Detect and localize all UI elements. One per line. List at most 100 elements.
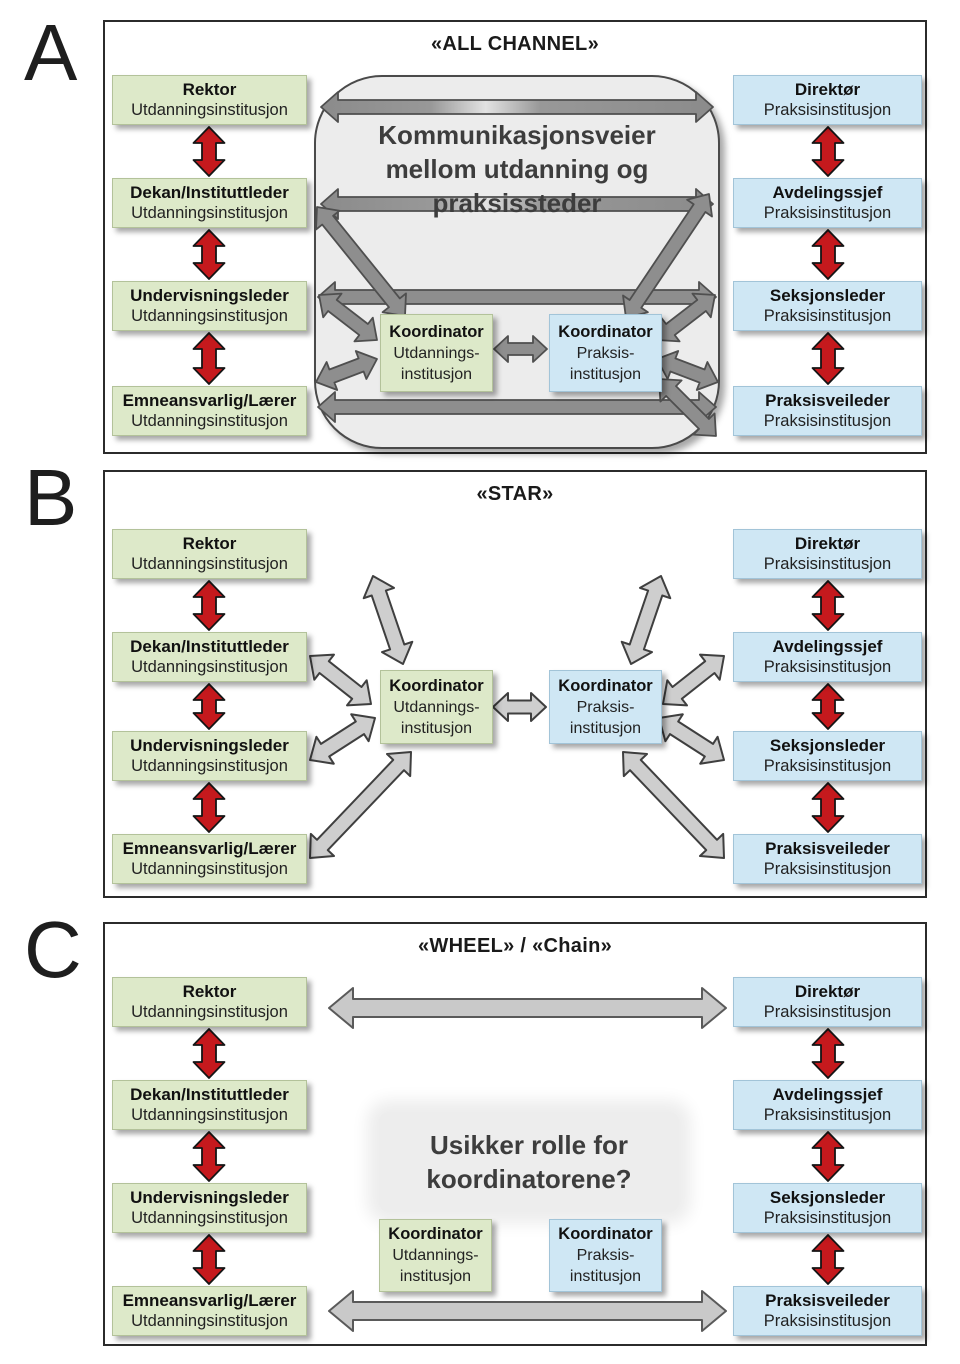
red-link-arrow <box>192 1028 226 1079</box>
panel-b-title: «STAR» <box>476 483 554 505</box>
box-title: Praksisveileder <box>765 839 890 858</box>
box-subtitle: Utdanningsinstitusjon <box>131 412 288 430</box>
box-rektor: Rektor Utdanningsinstitusjon <box>112 529 307 579</box>
gray-link-arrow <box>328 987 727 1029</box>
box-seksjonsleder: Seksjonsleder Praksisinstitusjon <box>733 1183 922 1233</box>
box-avdelingssjef: Avdelingssjef Praksisinstitusjon <box>733 1080 922 1130</box>
box-subtitle: Praksisinstitusjon <box>763 412 892 430</box>
box-title: Emneansvarlig/Lærer <box>122 391 297 410</box>
box-subtitle: Praksisinstitusjon <box>763 555 892 573</box>
box-subtitle: Utdanningsinstitusjon <box>131 307 288 325</box>
box-subtitle: Praksis- <box>576 344 635 362</box>
red-link-arrow <box>811 229 845 280</box>
box-seksjonsleder: Seksjonsleder Praksisinstitusjon <box>733 731 922 781</box>
box-avdelingssjef: Avdelingssjef Praksisinstitusjon <box>733 632 922 682</box>
box-dekan-instituttleder: Dekan/Instituttleder Utdanningsinstitusj… <box>112 1080 307 1130</box>
gray-link-arrow <box>309 751 412 859</box>
red-link-arrow <box>192 782 226 833</box>
box-subtitle: Praksisinstitusjon <box>763 1003 892 1021</box>
box-dekan-instituttleder: Dekan/Instituttleder Utdanningsinstitusj… <box>112 632 307 682</box>
red-link-arrow <box>811 126 845 177</box>
box-title: Undervisningsleder <box>130 736 289 755</box>
gray-link-arrow <box>328 1290 727 1332</box>
box-title: Koordinator <box>558 1225 653 1243</box>
uncertain-role-line: koordinatorene? <box>426 1164 632 1194</box>
box-title: Seksjonsleder <box>769 286 886 305</box>
box-subtitle: Praksisinstitusjon <box>763 204 892 222</box>
box-title: Koordinator <box>389 322 484 341</box>
box-direktor: Direktør Praksisinstitusjon <box>733 75 922 125</box>
box-title: Seksjonsleder <box>769 1188 886 1207</box>
box-dekan-instituttleder: Dekan/Instituttleder Utdanningsinstitusj… <box>112 178 307 228</box>
gray-link-arrow <box>309 653 372 707</box>
panel-label-b: B <box>24 453 78 542</box>
red-link-arrow <box>811 1131 845 1182</box>
box-title: Praksisveileder <box>765 391 890 410</box>
box-title: Koordinator <box>558 676 653 695</box>
box-subtitle: institusjon <box>400 365 473 383</box>
box-title: Avdelingssjef <box>772 183 883 202</box>
box-title: Direktør <box>794 982 861 1001</box>
box-subtitle: Utdanningsinstitusjon <box>131 757 288 775</box>
panel-c-title: «WHEEL» / «Chain» <box>417 935 613 957</box>
hub-caption: Kommunikasjonsveier mellom utdanning og … <box>314 118 720 220</box>
box-subtitle: Utdanningsinstitusjon <box>131 658 288 676</box>
box-title: Avdelingssjef <box>772 1085 883 1104</box>
gray-link-arrow <box>362 575 414 665</box>
box-title: Dekan/Instituttleder <box>130 637 289 656</box>
box-subtitle: institusjon <box>399 1268 472 1285</box>
box-subtitle: Utdanningsinstitusjon <box>131 555 288 573</box>
red-link-arrow <box>192 1131 226 1182</box>
box-seksjonsleder: Seksjonsleder Praksisinstitusjon <box>733 281 922 331</box>
panel-a: «ALL CHANNEL» Kommunikasjonsveier mellom… <box>103 20 927 454</box>
red-link-arrow <box>192 332 226 385</box>
koordinator-link-arrow <box>492 692 547 722</box>
red-link-arrow <box>192 1234 226 1285</box>
box-praksisveileder: Praksisveileder Praksisinstitusjon <box>733 834 922 884</box>
box-title: Undervisningsleder <box>130 1188 289 1207</box>
uncertain-role-line: Usikker rolle for <box>430 1130 628 1160</box>
box-koordinator-praksis: Koordinator Praksis- institusjon <box>549 314 662 392</box>
panel-b: «STAR» Rektor Utdanningsinstitusjon Deka… <box>103 470 927 898</box>
box-subtitle: Praksisinstitusjon <box>763 1312 892 1330</box>
box-subtitle: Praksisinstitusjon <box>763 1209 892 1227</box>
box-praksisveileder: Praksisveileder Praksisinstitusjon <box>733 386 922 436</box>
box-koordinator-utdanning: Koordinator Utdannings- institusjon <box>380 670 493 744</box>
box-subtitle: Praksisinstitusjon <box>763 307 892 325</box>
box-emneansvarlig-laerer: Emneansvarlig/Lærer Utdanningsinstitusjo… <box>112 386 307 436</box>
box-rektor: Rektor Utdanningsinstitusjon <box>112 977 307 1027</box>
box-undervisningsleder: Undervisningsleder Utdanningsinstitusjon <box>112 1183 307 1233</box>
red-link-arrow <box>192 229 226 280</box>
hub-caption-line: praksissteder <box>432 188 602 218</box>
box-subtitle: Utdanningsinstitusjon <box>131 1003 288 1021</box>
hub-caption-line: mellom utdanning og <box>385 154 649 184</box>
box-subtitle: Utdannings- <box>392 1247 479 1264</box>
box-subtitle: Utdanningsinstitusjon <box>131 860 288 878</box>
box-title: Undervisningsleder <box>130 286 289 305</box>
box-title: Koordinator <box>558 322 653 341</box>
box-subtitle: Praksisinstitusjon <box>763 101 892 119</box>
hub-caption-line: Kommunikasjonsveier <box>378 120 656 150</box>
panel-c: «WHEEL» / «Chain» Usikker rolle for koor… <box>103 922 927 1346</box>
box-subtitle: Praksis- <box>576 698 635 716</box>
box-koordinator-utdanning: Koordinator Utdannings- institusjon <box>379 1219 492 1292</box>
panel-label-c: C <box>24 905 82 994</box>
box-undervisningsleder: Undervisningsleder Utdanningsinstitusjon <box>112 281 307 331</box>
box-title: Seksjonsleder <box>769 736 886 755</box>
box-emneansvarlig-laerer: Emneansvarlig/Lærer Utdanningsinstitusjo… <box>112 1286 307 1336</box>
box-emneansvarlig-laerer: Emneansvarlig/Lærer Utdanningsinstitusjo… <box>112 834 307 884</box>
box-title: Dekan/Instituttleder <box>130 1085 289 1104</box>
box-title: Avdelingssjef <box>772 637 883 656</box>
box-direktor: Direktør Praksisinstitusjon <box>733 977 922 1027</box>
box-subtitle: Utdanningsinstitusjon <box>131 1106 288 1124</box>
box-subtitle: Utdanningsinstitusjon <box>131 101 288 119</box>
box-title: Direktør <box>794 80 861 99</box>
box-praksisveileder: Praksisveileder Praksisinstitusjon <box>733 1286 922 1336</box>
box-direktor: Direktør Praksisinstitusjon <box>733 529 922 579</box>
gray-link-arrow <box>658 713 725 765</box>
gray-link-arrow <box>309 713 376 765</box>
box-subtitle: Utdannings- <box>393 698 480 716</box>
box-subtitle: Praksisinstitusjon <box>763 1106 892 1124</box>
red-link-arrow <box>811 1234 845 1285</box>
